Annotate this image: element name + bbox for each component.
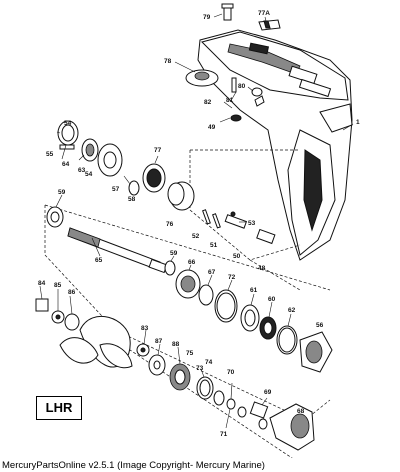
part-label: 79 [203, 14, 211, 21]
part-label: 80 [238, 83, 246, 90]
part-label: 85 [54, 282, 62, 289]
part-label: 57 [112, 186, 120, 193]
part-label: 77 [154, 147, 162, 154]
part-label: 74 [205, 359, 213, 366]
part-label: 70 [227, 369, 235, 376]
part-label: 87 [155, 338, 163, 345]
part-label: 69 [264, 389, 272, 396]
forward-gear-group [57, 120, 195, 211]
part-label: 50 [233, 253, 241, 260]
reverse-gear-group [164, 260, 333, 373]
part-label: 65 [95, 257, 103, 264]
part-label: 68 [297, 408, 305, 415]
exploded-parts-diagram: 79 77A 78 80 82 81 49 1 54 55 64 63 54 5… [35, 3, 360, 458]
part-label: 54 [64, 120, 72, 127]
part-label: 67 [208, 269, 216, 276]
top-small-parts [185, 3, 281, 122]
part-label: 48 [258, 265, 266, 272]
leader-lines [39, 13, 354, 429]
part-label: 1 [356, 119, 360, 126]
part-label: 72 [228, 274, 236, 281]
part-label: 82 [204, 99, 212, 106]
image-caption: MercuryPartsOnline v2.5.1 (Image Copyrig… [2, 460, 265, 471]
propeller-group [35, 298, 133, 369]
lhr-badge: LHR [36, 396, 82, 420]
part-label: 59 [58, 189, 66, 196]
part-label: 54 [85, 171, 93, 178]
part-label: 84 [38, 280, 46, 287]
part-label: 52 [192, 233, 200, 240]
part-label: 60 [268, 296, 276, 303]
part-label: 71 [220, 431, 228, 438]
part-label: 61 [250, 287, 258, 294]
part-labels: 79 77A 78 80 82 81 49 1 54 55 64 63 54 5… [38, 10, 360, 438]
part-label: 62 [288, 307, 296, 314]
part-label: 73 [196, 365, 204, 372]
part-label: 63 [78, 167, 86, 174]
part-label: 51 [210, 242, 218, 249]
part-label: 55 [46, 151, 54, 158]
bearing-carrier-group [136, 343, 315, 451]
part-label: 76 [166, 221, 174, 228]
part-label: 59 [170, 250, 178, 257]
part-label: 75 [186, 350, 194, 357]
part-label: 88 [172, 341, 180, 348]
part-label: 77A [258, 10, 270, 17]
part-label: 56 [316, 322, 324, 329]
part-label: 64 [62, 161, 70, 168]
part-label: 53 [248, 220, 256, 227]
part-label: 66 [188, 259, 196, 266]
part-label: 49 [208, 124, 216, 131]
propeller-shaft [46, 206, 168, 274]
clutch-group [202, 209, 276, 245]
part-label: 83 [141, 325, 149, 332]
gear-housing [197, 29, 353, 261]
part-label: 78 [164, 58, 172, 65]
part-label: 58 [128, 196, 136, 203]
part-label: 81 [226, 97, 234, 104]
part-label: 86 [68, 289, 76, 296]
